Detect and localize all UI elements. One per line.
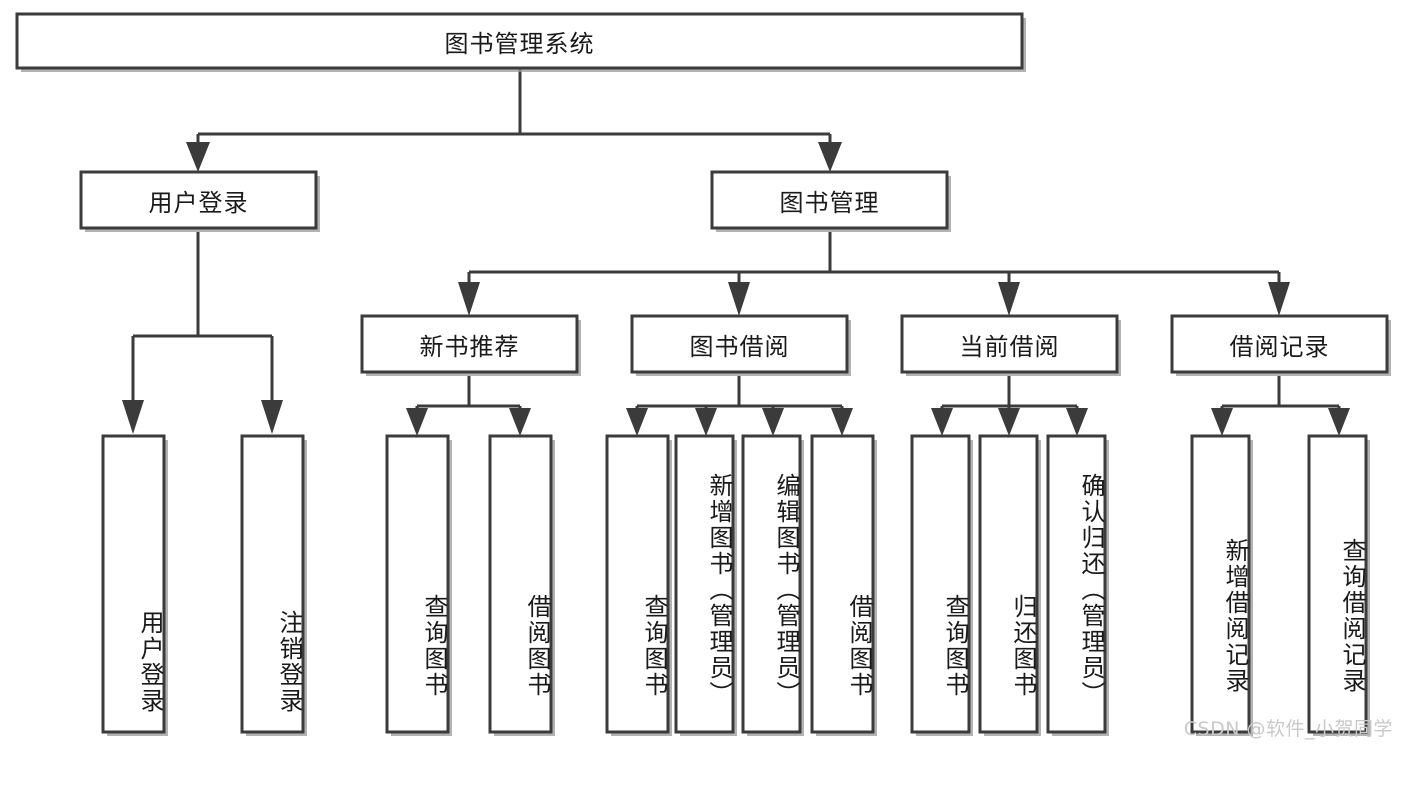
node-leaf-bookborrow-query[interactable] xyxy=(605,434,670,734)
node-new-book-recommend[interactable] xyxy=(360,314,579,374)
node-leaf-currentborrow-confirm[interactable] xyxy=(1046,434,1107,734)
arrow-bookmgmt-to-newbook xyxy=(458,282,480,316)
arrow-root-to-user-login xyxy=(186,142,210,172)
arrow-newbook-leaf-2 xyxy=(509,408,531,436)
node-leaf-bookborrow-edit[interactable] xyxy=(741,434,802,734)
arrow-bookborrow-leaf-3 xyxy=(762,408,784,436)
node-book-borrow[interactable] xyxy=(630,314,849,374)
arrow-bookborrow-leaf-1 xyxy=(626,408,648,436)
node-leaf-borrowrecord-query[interactable] xyxy=(1307,434,1368,734)
node-leaf-currentborrow-query[interactable] xyxy=(910,434,971,734)
arrow-userlogin-leaf-1 xyxy=(122,400,144,434)
arrow-currentborrow-leaf-1 xyxy=(931,408,953,436)
arrow-currentborrow-leaf-3 xyxy=(1066,408,1088,436)
arrow-userlogin-leaf-2 xyxy=(261,400,283,434)
arrow-root-to-book-mgmt xyxy=(818,142,842,172)
node-leaf-newbook-borrow[interactable] xyxy=(488,434,553,734)
arrow-bookmgmt-to-borrowrecord xyxy=(1268,282,1290,316)
node-layer xyxy=(15,12,1391,736)
flowchart-svg xyxy=(15,12,1391,736)
node-leaf-newbook-query[interactable] xyxy=(385,434,450,734)
node-root-library-system[interactable] xyxy=(15,12,1024,70)
node-leaf-currentborrow-return[interactable] xyxy=(978,434,1039,734)
diagram-canvas: 图书管理系统 用户登录 图书管理 新书推荐 图书借阅 当前借阅 借阅记录 用户登… xyxy=(15,12,1392,740)
connector-layer xyxy=(122,68,1350,436)
node-leaf-borrowrecord-add[interactable] xyxy=(1190,434,1251,734)
arrow-bookborrow-leaf-2 xyxy=(695,408,717,436)
node-book-management[interactable] xyxy=(710,170,949,230)
node-user-login[interactable] xyxy=(79,170,318,230)
node-leaf-user-login[interactable] xyxy=(101,434,166,734)
node-leaf-logout[interactable] xyxy=(240,434,305,734)
arrow-newbook-leaf-1 xyxy=(406,408,428,436)
arrow-bookmgmt-to-bookborrow xyxy=(728,282,750,316)
node-leaf-bookborrow-add[interactable] xyxy=(674,434,735,734)
arrow-currentborrow-leaf-2 xyxy=(998,408,1020,436)
arrow-bookmgmt-to-currentborrow xyxy=(998,282,1020,316)
arrow-borrowrecord-leaf-2 xyxy=(1328,408,1350,436)
arrow-borrowrecord-leaf-1 xyxy=(1211,408,1233,436)
node-borrow-record[interactable] xyxy=(1170,314,1389,374)
node-current-borrow[interactable] xyxy=(900,314,1119,374)
arrow-bookborrow-leaf-4 xyxy=(831,408,853,436)
node-leaf-bookborrow-borrow[interactable] xyxy=(810,434,875,734)
